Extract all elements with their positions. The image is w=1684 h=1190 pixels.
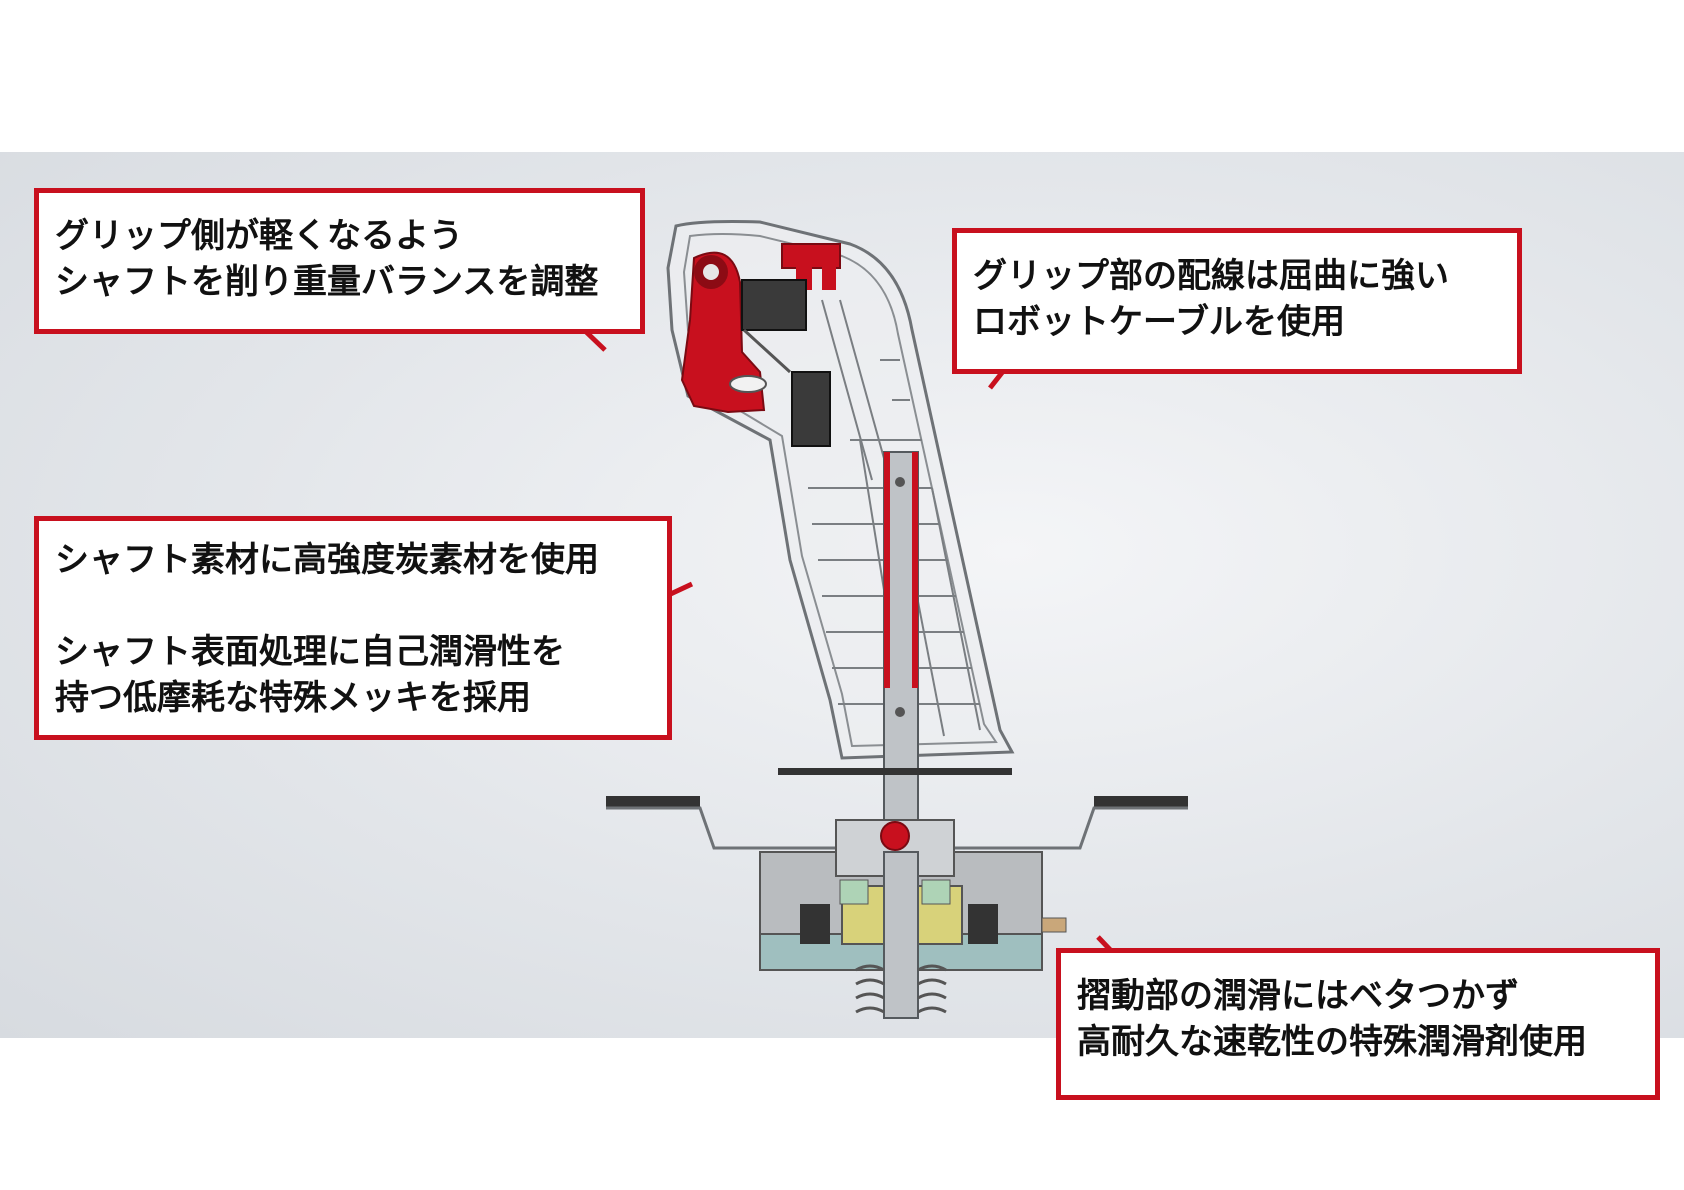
callout-line: シャフト表面処理に自己潤滑性を	[55, 632, 565, 672]
callout-gap	[55, 583, 651, 629]
callout-line: グリップ部の配線は屈曲に強い	[973, 256, 1449, 296]
trigger	[680, 251, 767, 414]
callout-line: 持つ低摩耗な特殊メッキを採用	[55, 678, 531, 718]
gimbal-housing	[759, 819, 1067, 1019]
callout-grip-side: グリップ側が軽くなるよう シャフトを削り重量バランスを調整	[34, 188, 645, 334]
callout-line: ロボットケーブルを使用	[973, 302, 1345, 342]
grip-housing	[666, 220, 1015, 760]
callout-line: 摺動部の潤滑にはベタつかず	[1077, 976, 1519, 1016]
callout-shaft-material: シャフト素材に高強度炭素材を使用 シャフト表面処理に自己潤滑性を 持つ低摩耗な特…	[34, 516, 672, 740]
callout-line: 高耐久な速乾性の特殊潤滑剤使用	[1077, 1022, 1587, 1062]
micro-switches	[741, 279, 831, 447]
callout-line: シャフト素材に高強度炭素材を使用	[55, 540, 599, 580]
springs	[855, 964, 947, 1014]
callout-grip-wiring: グリップ部の配線は屈曲に強い ロボットケーブルを使用	[952, 228, 1522, 374]
callout-line: シャフトを削り重量バランスを調整	[55, 262, 599, 302]
callout-line: グリップ側が軽くなるよう	[55, 216, 463, 256]
callout-sliding-lubrication: 摺動部の潤滑にはベタつかず 高耐久な速乾性の特殊潤滑剤使用	[1056, 948, 1660, 1100]
